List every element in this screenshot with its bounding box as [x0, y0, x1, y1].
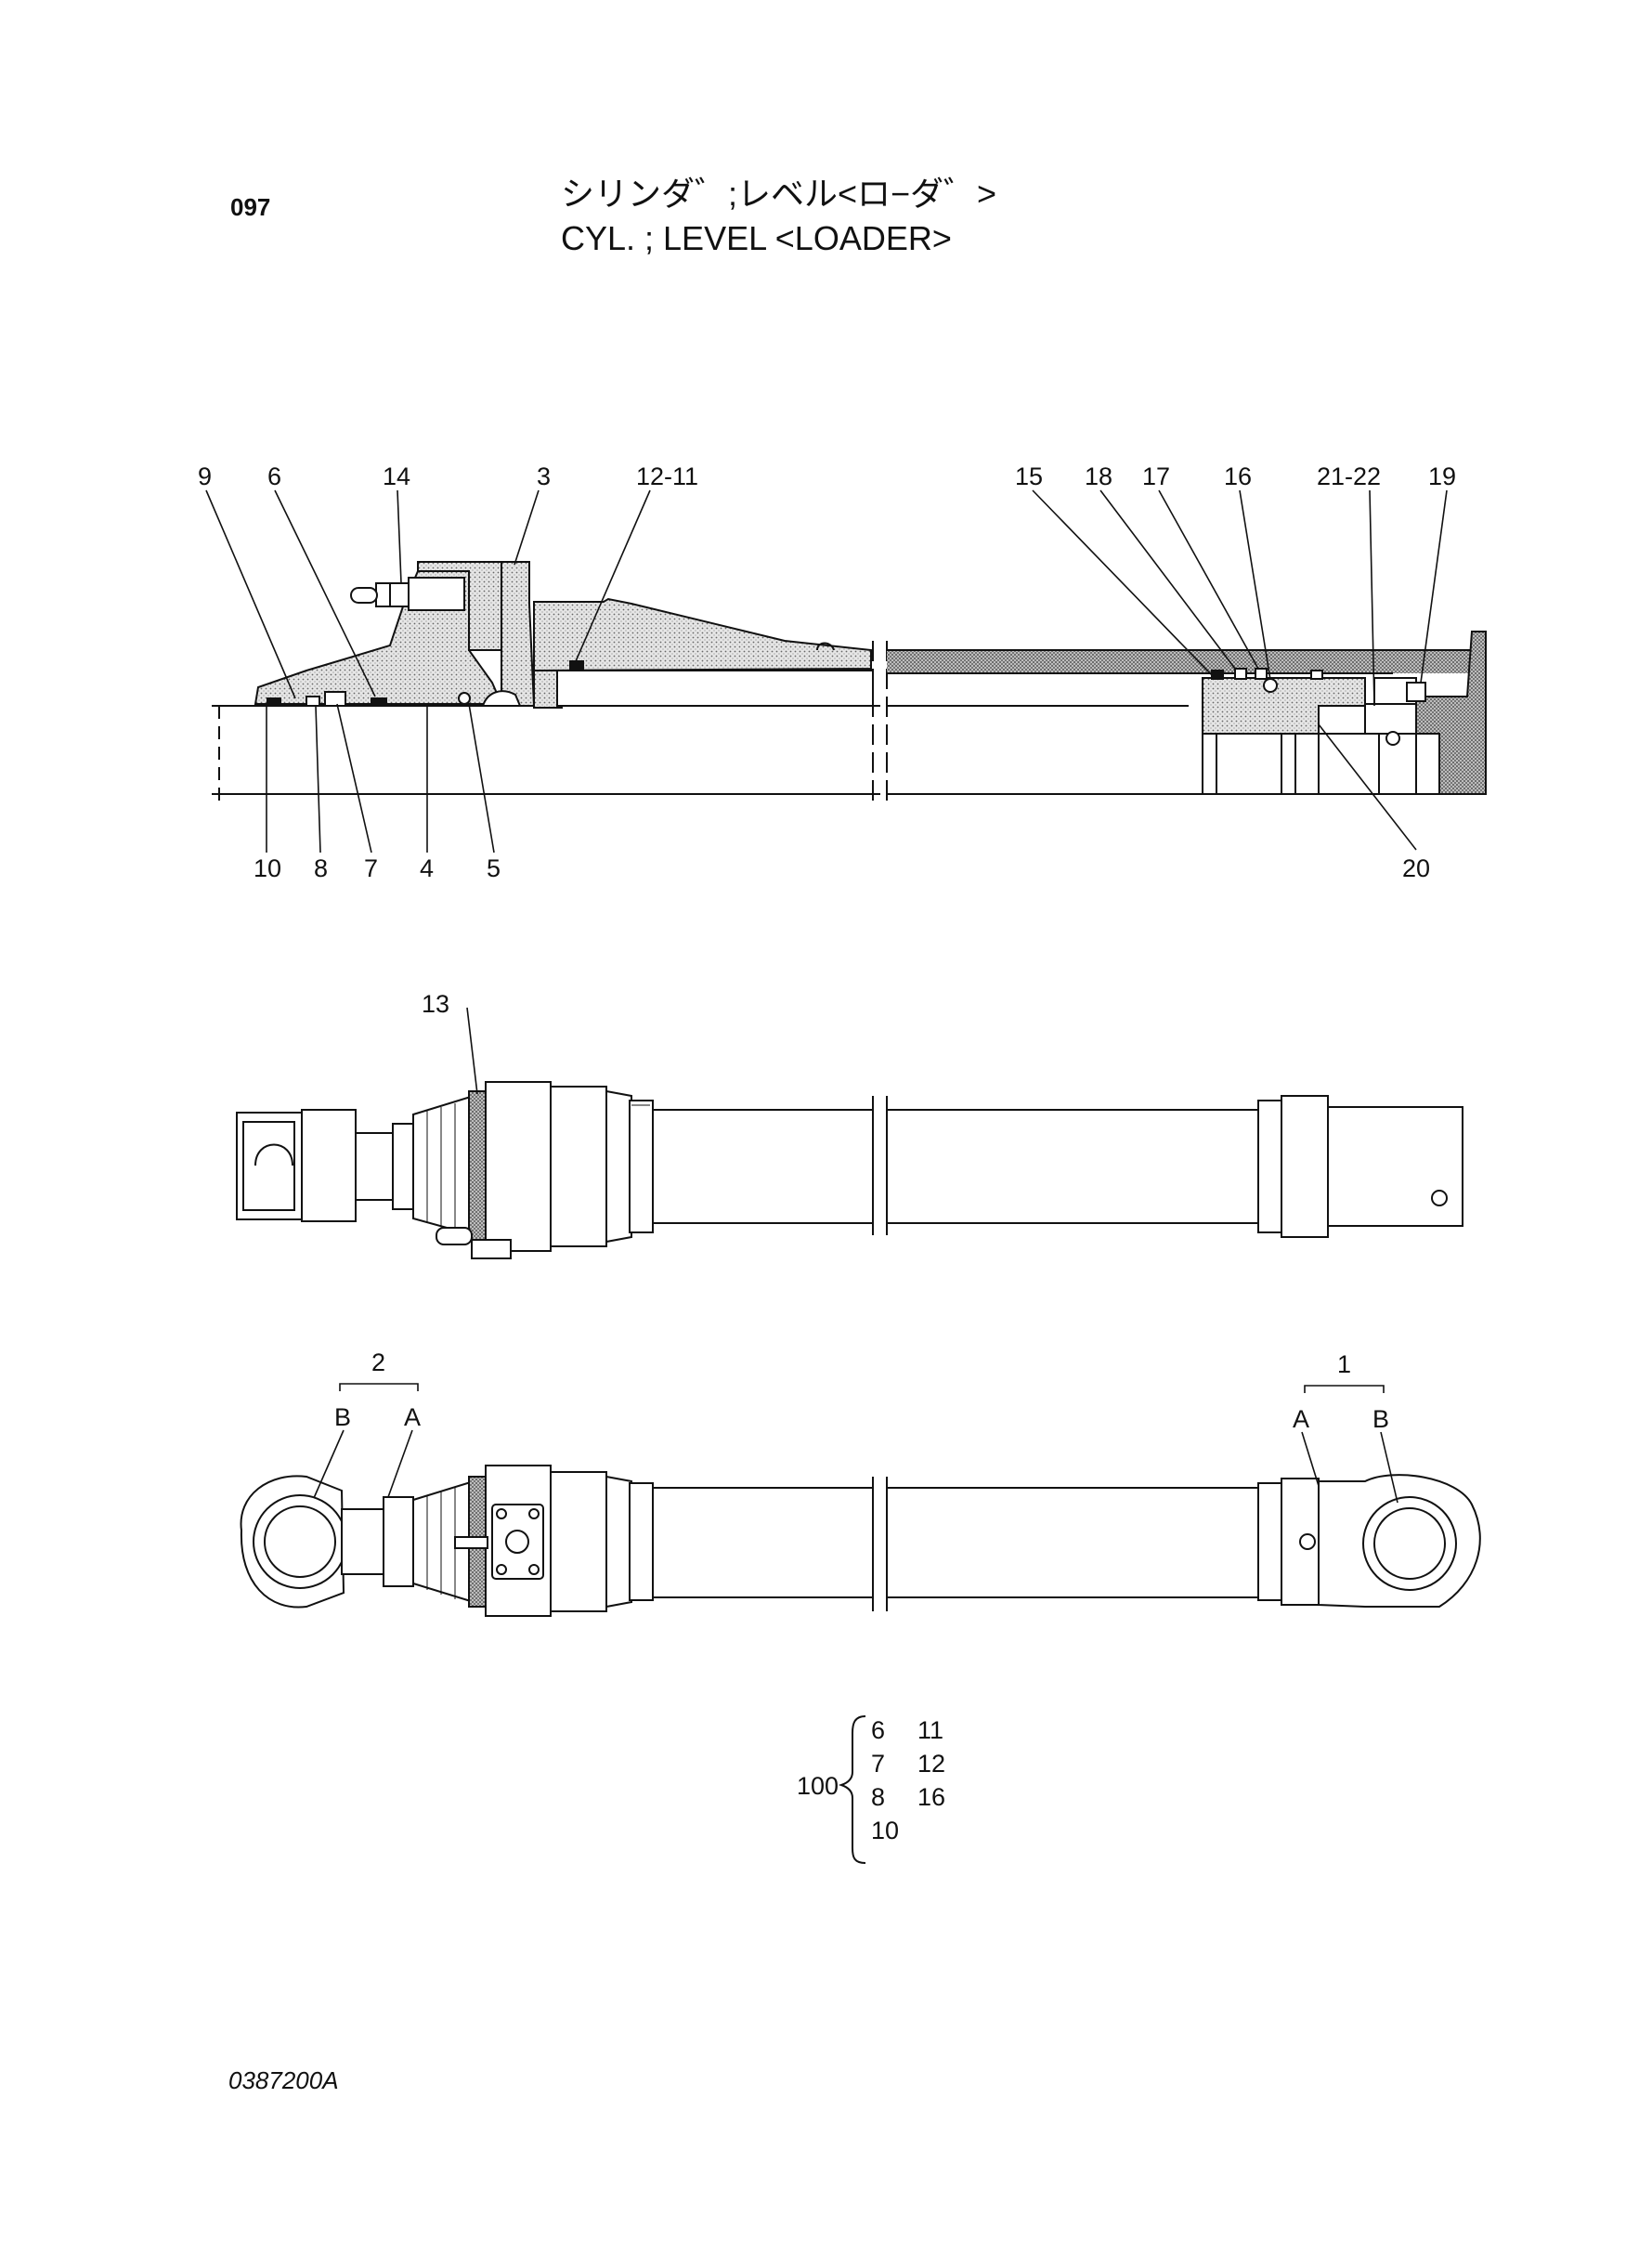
title-english: CYL. ; LEVEL <LOADER> — [561, 219, 952, 257]
kit-item: 12 — [917, 1750, 945, 1778]
callout-right-b: B — [1372, 1405, 1389, 1433]
callout-7: 7 — [364, 854, 378, 882]
page-number: 097 — [230, 193, 271, 221]
kit-number: 100 — [797, 1772, 839, 1800]
kit-item: 10 — [871, 1817, 899, 1844]
kit-item: 11 — [917, 1716, 943, 1744]
callout-19: 19 — [1428, 463, 1456, 490]
title-japanese: シリンダ゛;レベル<ロ−ダ゛> — [561, 175, 997, 213]
callout-13: 13 — [422, 990, 449, 1018]
top-view — [240, 1465, 1481, 1617]
drawing-number: 0387200A — [228, 2066, 339, 2094]
kit-item: 16 — [917, 1783, 945, 1811]
page-title: シリンダ゛;レベル<ロ−ダ゛> CYL. ; LEVEL <LOADER> — [561, 172, 996, 261]
top-view-leaders — [313, 1383, 1398, 1504]
section-view — [212, 561, 1487, 808]
callout-10: 10 — [254, 854, 281, 882]
kit-brace — [838, 1715, 866, 1864]
callout-left-b: B — [334, 1403, 351, 1431]
callout-5: 5 — [487, 854, 501, 882]
callout-9: 9 — [198, 463, 212, 490]
callout-8: 8 — [314, 854, 328, 882]
callout-18: 18 — [1085, 463, 1112, 490]
kit-item: 7 — [871, 1750, 885, 1778]
kit-item: 8 — [871, 1783, 885, 1811]
side-view — [236, 1007, 1463, 1259]
callout-14: 14 — [383, 463, 410, 490]
callout-20: 20 — [1402, 854, 1430, 882]
callout-16: 16 — [1224, 463, 1252, 490]
section-callouts: 9 6 14 3 12-11 15 18 17 16 21-22 19 10 8… — [198, 463, 1456, 882]
callout-6: 6 — [267, 463, 281, 490]
callout-2: 2 — [371, 1348, 385, 1376]
seal-kit-list: 100 6 7 8 10 11 12 16 — [797, 1715, 945, 1864]
callout-15: 15 — [1015, 463, 1043, 490]
kit-item: 6 — [871, 1716, 885, 1744]
callout-21-22: 21-22 — [1317, 463, 1381, 490]
top-view-callouts: 2 1 B A A B — [334, 1348, 1389, 1433]
callout-3: 3 — [537, 463, 551, 490]
callout-left-a: A — [404, 1403, 421, 1431]
callout-right-a: A — [1293, 1405, 1309, 1433]
section-leader-lines — [205, 489, 1448, 853]
callout-4: 4 — [420, 854, 434, 882]
callout-17: 17 — [1142, 463, 1170, 490]
callout-1: 1 — [1337, 1350, 1351, 1378]
callout-12-11: 12-11 — [636, 463, 698, 490]
